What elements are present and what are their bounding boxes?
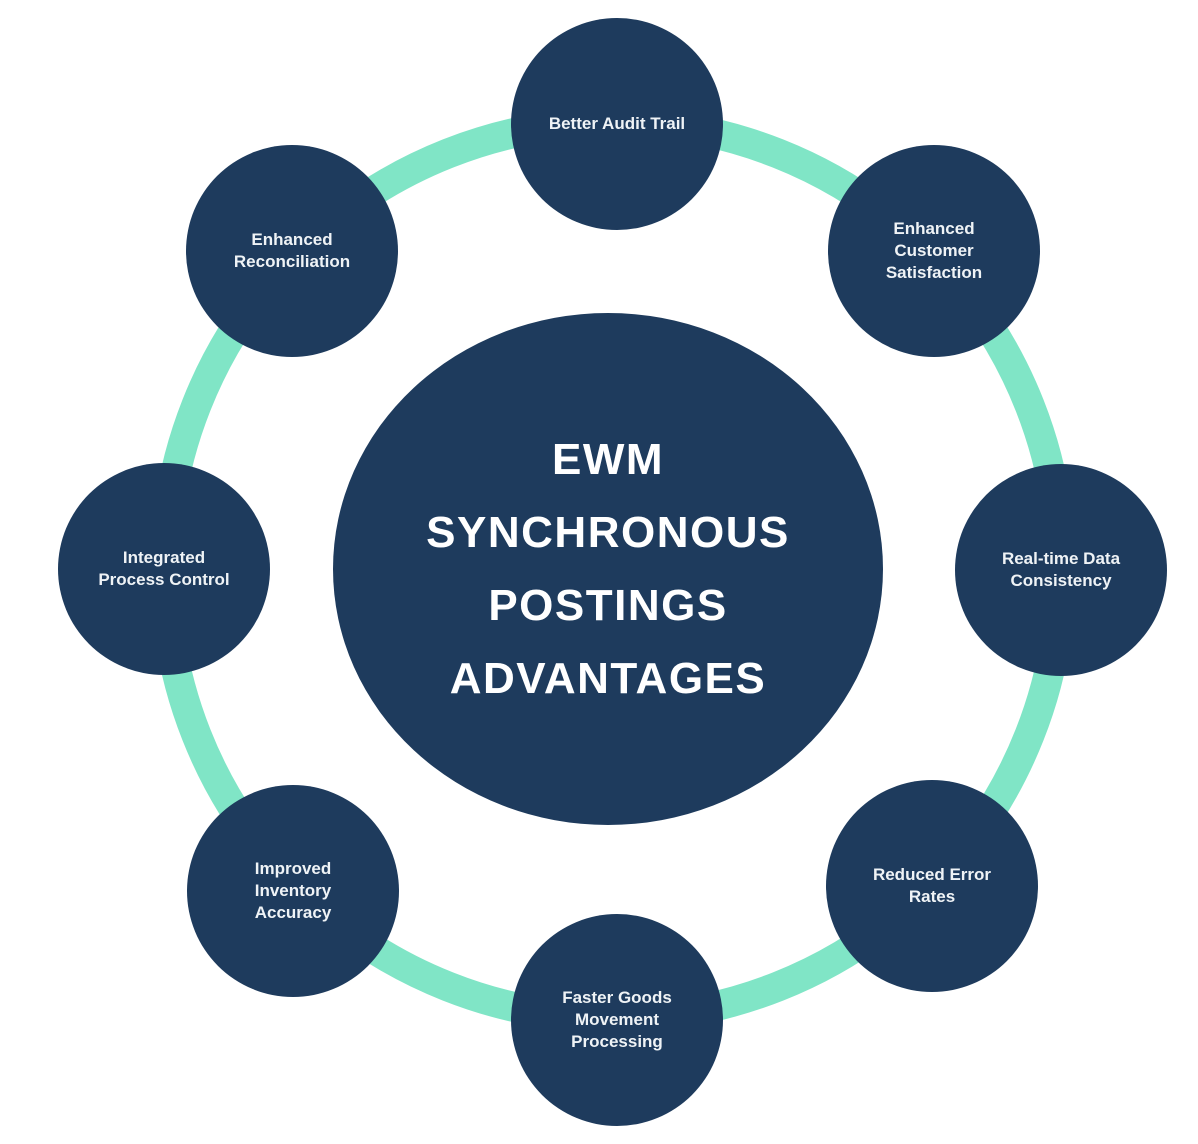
node-improved-inventory-accuracy: Improved Inventory Accuracy <box>187 785 399 997</box>
node-real-time-data-consistency: Real-time Data Consistency <box>955 464 1167 676</box>
node-label: Improved Inventory Accuracy <box>254 859 332 922</box>
node-faster-goods-movement-processing: Faster Goods Movement Processing <box>511 914 723 1126</box>
hub-circle: EWM SYNCHRONOUS POSTINGS ADVANTAGES <box>333 313 883 825</box>
node-label: Integrated Process Control <box>98 548 230 589</box>
node-better-audit-trail: Better Audit Trail <box>511 18 723 230</box>
node-label: Enhanced Reconciliation <box>233 230 351 271</box>
node-integrated-process-control: Integrated Process Control <box>58 463 270 675</box>
node-label: Faster Goods Movement Processing <box>562 988 672 1051</box>
node-reduced-error-rates: Reduced Error Rates <box>826 780 1038 992</box>
node-label: Better Audit Trail <box>548 114 686 133</box>
node-label: Enhanced Customer Satisfaction <box>885 219 983 282</box>
hub-title: EWM SYNCHRONOUS POSTINGS ADVANTAGES <box>426 435 790 703</box>
node-enhanced-reconciliation: Enhanced Reconciliation <box>186 145 398 357</box>
node-label: Real-time Data Consistency <box>1001 549 1121 590</box>
node-enhanced-customer-satisfaction: Enhanced Customer Satisfaction <box>828 145 1040 357</box>
node-label: Reduced Error Rates <box>872 865 992 906</box>
